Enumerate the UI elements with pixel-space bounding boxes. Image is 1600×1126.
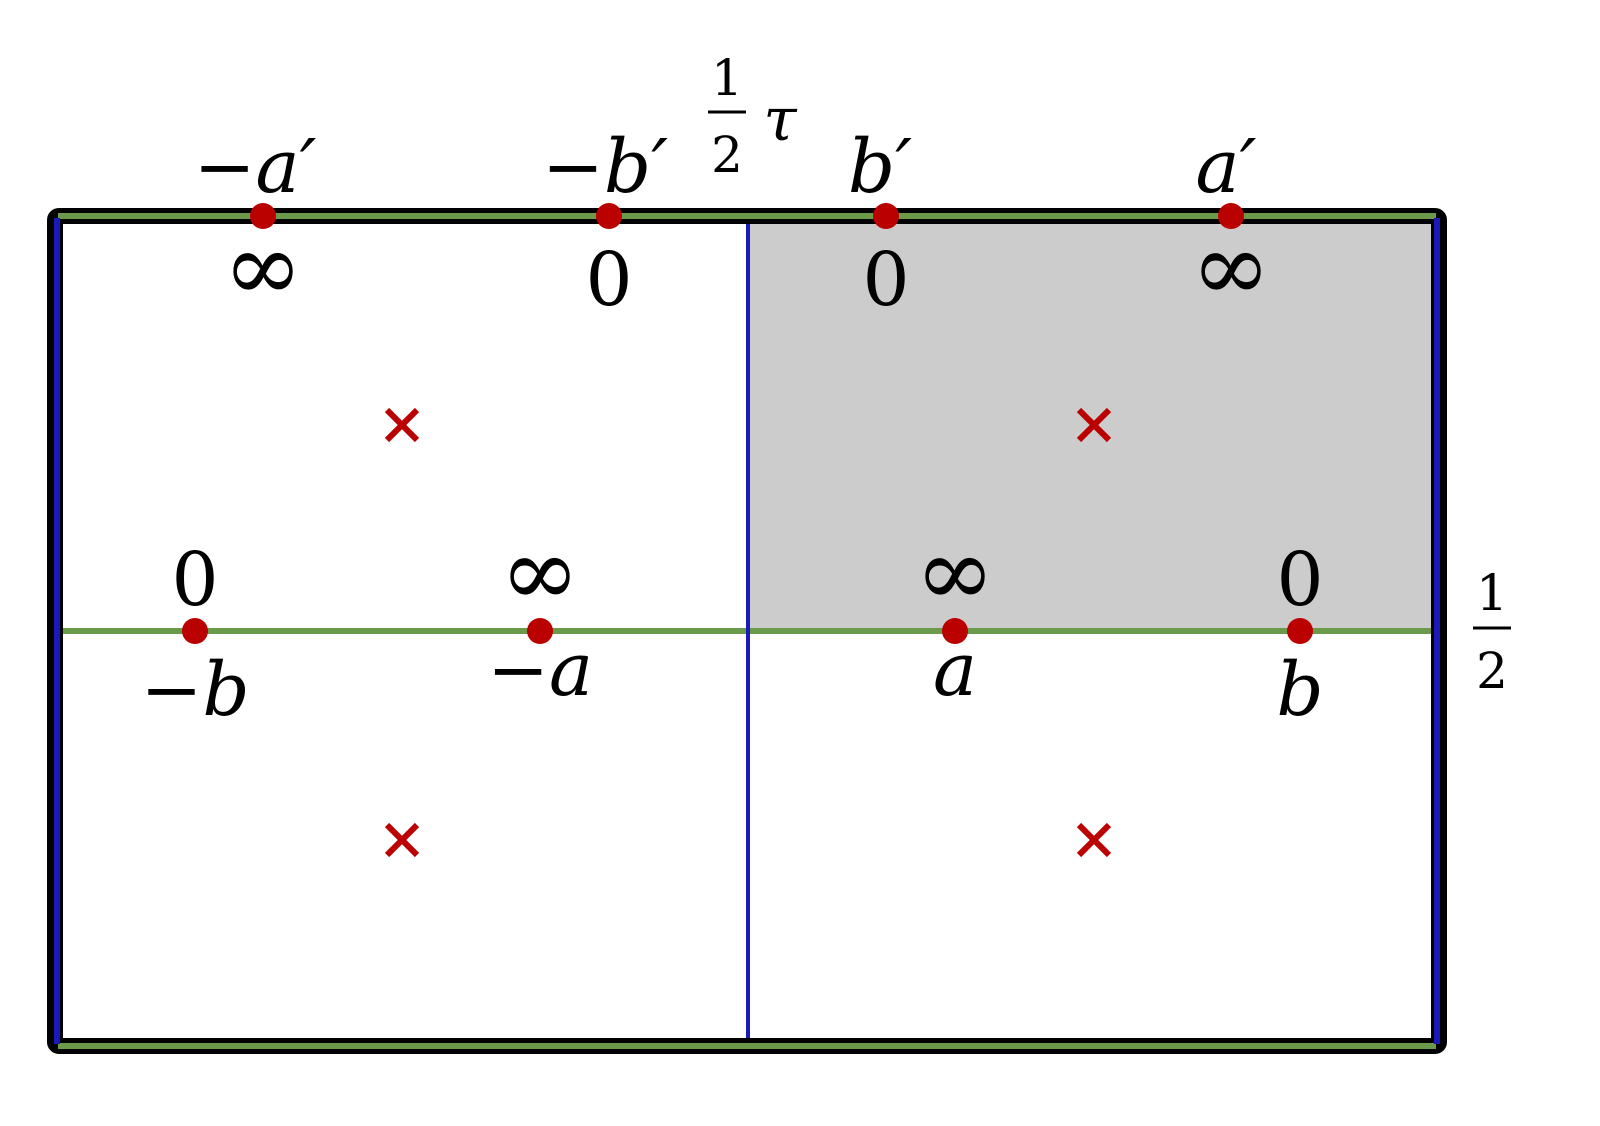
half-numerator: 1 — [1476, 564, 1508, 622]
point-neg-a — [527, 618, 553, 644]
tau-symbol: τ — [763, 85, 797, 155]
half-tau-numerator: 1 — [711, 49, 743, 107]
point-neg-b — [182, 618, 208, 644]
half-tau-label: 1 2 τ — [708, 49, 797, 184]
cross-marker — [384, 822, 420, 858]
value-b: 0 — [1276, 537, 1323, 623]
cross-marker — [1076, 822, 1112, 858]
half-denominator: 2 — [1476, 642, 1508, 700]
point-b — [1287, 618, 1313, 644]
label-b: b — [1276, 647, 1323, 733]
value-neg-a-prime: ∞ — [223, 211, 303, 323]
label-neg-b-prime: −b′ — [542, 124, 668, 210]
value-neg-b-prime: 0 — [585, 237, 632, 323]
point-a-prime — [1218, 203, 1244, 229]
label-neg-b: −b — [140, 647, 249, 733]
point-neg-b-prime — [596, 203, 622, 229]
cross-marker — [384, 407, 420, 443]
label-neg-a-prime: −a′ — [194, 124, 317, 210]
half-label: 1 2 — [1473, 564, 1511, 700]
half-tau-denominator: 2 — [711, 126, 743, 184]
point-a — [942, 618, 968, 644]
value-neg-a: ∞ — [500, 516, 580, 628]
label-a-prime: a′ — [1196, 124, 1257, 210]
label-neg-a: −a — [487, 627, 593, 713]
value-b-prime: 0 — [862, 237, 909, 323]
point-b-prime — [873, 203, 899, 229]
value-neg-b: 0 — [171, 537, 218, 623]
label-a: a — [933, 627, 977, 713]
value-a-prime: ∞ — [1191, 211, 1271, 323]
cross-marker — [1076, 407, 1112, 443]
point-neg-a-prime — [250, 203, 276, 229]
label-b-prime: b′ — [848, 124, 912, 210]
value-a: ∞ — [915, 516, 995, 628]
